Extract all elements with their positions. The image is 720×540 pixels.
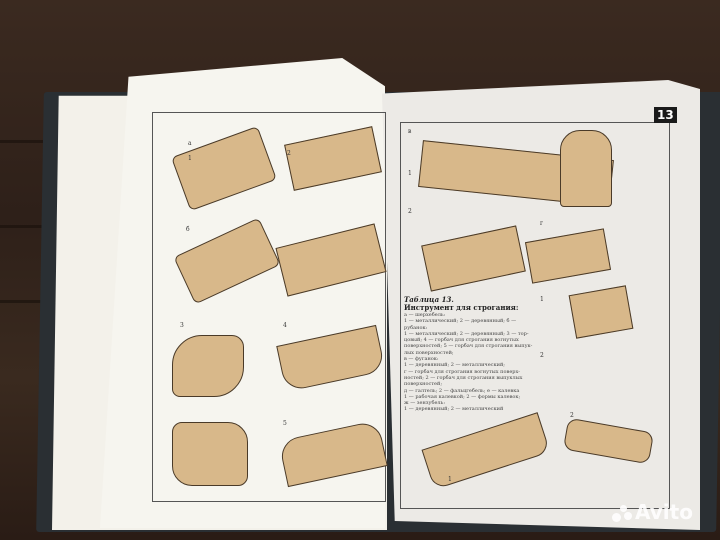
caption-line: 1 — металлический; 2 — деревянный; б — [404,318,517,325]
figure-label: в [408,128,412,135]
figure-label: 1 [188,155,192,162]
figure-label: 5 [283,420,287,427]
left-illustration-frame [152,112,386,502]
caption-line: 1 — металлический; 2 — деревянный; 3 — т… [404,330,529,337]
caption-line: ж — зензубель: [404,400,446,407]
caption-line: лых поверхностей; [404,349,454,356]
table-title: Таблица 13. [404,295,454,304]
caption-line: г — горбач для строгания вогнутых поверх… [404,368,521,375]
figure-label: 3 [180,322,184,329]
figure-label: б [186,226,190,233]
caption-line: рубанок: [404,324,428,331]
figure-label: а [188,140,192,147]
caption-line: а — шерхебель: [404,312,446,318]
caption-line: д — галтель; 2 — фальцгебель; е — калевк… [404,387,520,394]
figure-label: 2 [408,208,412,215]
caption-line: цовый; 4 — горбач для строгания вогнутых [404,337,519,344]
figure-label: г [540,220,544,227]
caption-line: 1 — деревянный; 2 — металлический [404,406,504,413]
caption-line: ностей; 2 — горбач для строгания выпуклы… [404,374,523,381]
figure-label: 1 [540,296,544,303]
caption-line: 1 — деревянный; 2 — металлический; [404,362,505,369]
caption-line: поверхностей; 5 — горбач для строгания в… [404,343,533,350]
figure-label: 4 [283,322,287,329]
caption-line: поверхностей; [404,381,443,388]
avito-watermark: Avito [612,500,693,524]
avito-logo-icon [612,504,632,523]
table-caption: Таблица 13. Инструмент для строгания: а … [404,296,534,413]
figure-label: 1 [408,170,412,177]
figure-label: 2 [287,150,291,157]
right-illustration-frame [400,122,670,509]
avito-wordmark: Avito [635,500,693,524]
metal-jointer-illustration [560,130,612,207]
figure-label: 1 [448,476,452,483]
caption-line: в — фуганок: [404,356,439,363]
end-plane-illustration [172,335,244,397]
table-heading: Инструмент для строгания: [404,303,519,312]
page-number: 13 [654,107,677,123]
caption-line: 1 — рабочая калевкой; 2 — формы калевок; [404,393,521,400]
plane-sole-illustration [172,422,248,486]
figure-label: 2 [540,352,544,359]
figure-label: 2 [570,412,574,419]
